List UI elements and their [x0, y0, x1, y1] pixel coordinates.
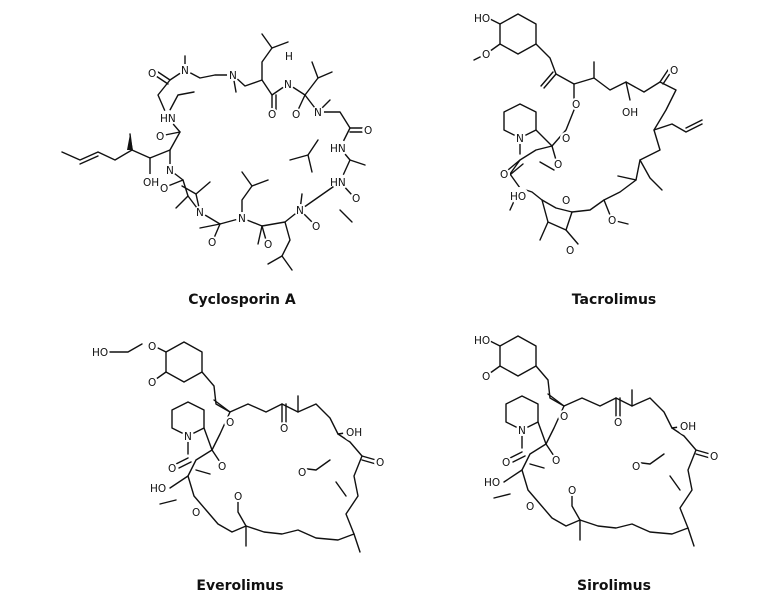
atom-label: HO [150, 483, 166, 495]
atom-label: O [562, 133, 570, 145]
atom-label: O [148, 341, 156, 353]
atom-label: N [229, 70, 237, 82]
atom-label: O [562, 195, 570, 207]
atom-label: O [148, 377, 156, 389]
atom-label: O [560, 411, 568, 423]
atom-label: N [166, 165, 174, 177]
molecule-tacrolimus: HO O O O N OH O O O HO O O O [473, 9, 703, 257]
atom-label: O [298, 467, 306, 479]
atom-label: O [614, 417, 622, 429]
atom-label: N [296, 205, 304, 217]
atom-label: O [670, 65, 678, 77]
atom-label: O [218, 461, 226, 473]
atom-label: O [566, 245, 574, 257]
atom-label: OH [143, 177, 159, 189]
atom-label: O [500, 169, 508, 181]
tacrolimus-atom-labels: HO O O O N OH O O O HO O O O [473, 9, 680, 257]
everolimus-atom-labels: HO O O O N O OH O O O O HO O O [91, 340, 386, 519]
atom-label: N [238, 213, 246, 225]
caption-cyclosporin-a: Cyclosporin A [188, 292, 296, 308]
atom-label: O [568, 485, 576, 497]
atom-label: O [234, 491, 242, 503]
atom-label: O [572, 99, 580, 111]
atom-label: HO [474, 13, 490, 25]
atom-label: HO [484, 477, 500, 489]
atom-label: N [196, 207, 204, 219]
atom-label: O [148, 68, 156, 80]
atom-label: O [376, 457, 384, 469]
atom-label: N [284, 79, 292, 91]
atom-label: O [502, 457, 510, 469]
molecule-everolimus: HO O O O N O OH O O O O HO O O [91, 340, 386, 553]
atom-label: O [280, 423, 288, 435]
atom-label: O [226, 417, 234, 429]
sirolimus-atom-labels: HO O O N O OH O O O O HO O O [473, 331, 720, 513]
atom-label: O [208, 237, 216, 249]
molecule-sirolimus: HO O O N O OH O O O O HO O O [473, 331, 720, 547]
atom-label: O [482, 371, 490, 383]
atom-label: HO [510, 191, 526, 203]
atom-label: O [160, 183, 168, 195]
atom-label: HO [92, 347, 108, 359]
atom-label: O [482, 49, 490, 61]
atom-label: O [632, 461, 640, 473]
atom-label: O [710, 451, 718, 463]
atom-label: O [352, 193, 360, 205]
atom-label: N [314, 107, 322, 119]
atom-label: OH [622, 107, 638, 119]
atom-label: N [516, 133, 524, 145]
stereo-wedge [127, 134, 133, 150]
atom-label: HN [330, 177, 346, 189]
atom-label: HN [160, 113, 176, 125]
atom-label: O [554, 159, 562, 171]
atom-label: O [264, 239, 272, 251]
atom-label: O [552, 455, 560, 467]
cyclosporin-atom-labels: O N N H N O O N HN O O HN N OH O HN O N … [142, 51, 374, 251]
atom-label: O [312, 221, 320, 233]
atom-label: H [285, 51, 293, 63]
atom-label: OH [346, 427, 362, 439]
molecule-cyclosporin-a: O N N H N O O N HN O O HN N OH O HN O N … [61, 33, 374, 271]
atom-label: N [181, 65, 189, 77]
caption-everolimus: Everolimus [196, 578, 283, 594]
atom-label: OH [680, 421, 696, 433]
atom-label: HN [330, 143, 346, 155]
atom-label: O [292, 109, 300, 121]
atom-label: O [526, 501, 534, 513]
atom-label: O [156, 131, 164, 143]
atom-label: O [168, 463, 176, 475]
atom-label: O [192, 507, 200, 519]
atom-label: O [608, 215, 616, 227]
caption-tacrolimus: Tacrolimus [572, 292, 657, 308]
caption-sirolimus: Sirolimus [577, 578, 651, 594]
atom-label: O [364, 125, 372, 137]
atom-label: O [268, 109, 276, 121]
atom-label: HO [474, 335, 490, 347]
atom-label: N [518, 425, 526, 437]
atom-label: N [184, 431, 192, 443]
